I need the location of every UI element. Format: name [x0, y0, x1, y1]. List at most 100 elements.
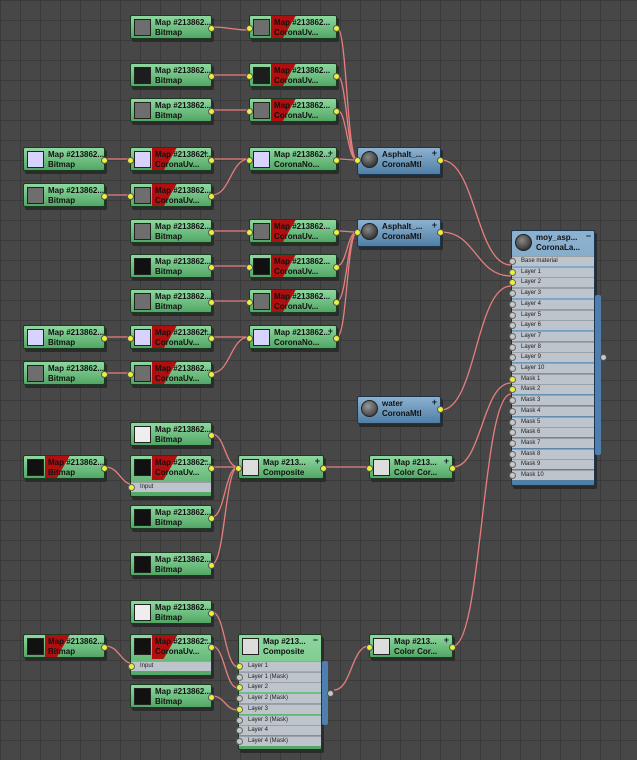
- expand-icon[interactable]: +: [202, 326, 208, 336]
- corona-normal-node[interactable]: Map #213862... CoronaNo... +: [246, 147, 340, 171]
- bitmap-node[interactable]: Map #213862... Bitmap: [23, 147, 108, 171]
- slot-row[interactable]: Layer 6: [509, 320, 594, 331]
- slot-socket[interactable]: [509, 407, 516, 415]
- slot-socket[interactable]: [509, 472, 516, 479]
- bitmap-node[interactable]: Map #213862... Bitmap: [130, 63, 215, 87]
- slot-row[interactable]: Mask 8: [509, 448, 594, 459]
- slot-socket[interactable]: [509, 354, 516, 362]
- output-socket[interactable]: [333, 108, 340, 115]
- expand-icon[interactable]: +: [314, 456, 320, 466]
- slot-socket[interactable]: [509, 268, 516, 276]
- slot-socket[interactable]: [509, 450, 516, 458]
- corona-uvw-node[interactable]: Map #213862... CoronaUv...: [246, 254, 340, 278]
- output-socket[interactable]: [437, 157, 444, 164]
- slot-socket[interactable]: [509, 439, 516, 447]
- output-socket[interactable]: [208, 157, 215, 164]
- output-socket[interactable]: [208, 229, 215, 236]
- bitmap-node[interactable]: Map #213862... Bitmap: [130, 422, 215, 446]
- output-socket[interactable]: [333, 25, 340, 32]
- input-socket[interactable]: [354, 157, 361, 164]
- slot-row[interactable]: Layer 2 (Mask): [236, 693, 321, 704]
- output-socket[interactable]: [208, 299, 215, 306]
- input-socket[interactable]: [127, 193, 134, 200]
- output-socket[interactable]: [208, 73, 215, 80]
- slot-socket[interactable]: [236, 673, 243, 681]
- output-socket[interactable]: [600, 354, 607, 361]
- collapse-icon[interactable]: −: [202, 456, 208, 466]
- bitmap-node[interactable]: Map #213862... Bitmap: [23, 455, 108, 479]
- output-socket[interactable]: [333, 264, 340, 271]
- collapse-icon[interactable]: −: [585, 231, 591, 241]
- slot-row[interactable]: Mask 7: [509, 437, 594, 448]
- expand-icon[interactable]: +: [443, 635, 449, 645]
- input-socket[interactable]: [246, 108, 253, 115]
- output-socket[interactable]: [208, 694, 215, 701]
- corona-uvw-node[interactable]: Map #213862... CoronaUv...: [246, 15, 340, 39]
- expand-icon[interactable]: +: [443, 456, 449, 466]
- bitmap-node[interactable]: Map #213862... Bitmap: [130, 505, 215, 529]
- expand-icon[interactable]: +: [327, 148, 333, 158]
- bitmap-node[interactable]: Map #213862... Bitmap: [130, 289, 215, 313]
- slot-row[interactable]: Mask 3: [509, 395, 594, 406]
- corona-uvw-node[interactable]: Map #213862... CoronaUv... +: [127, 325, 215, 349]
- output-socket[interactable]: [208, 465, 215, 472]
- slot-socket[interactable]: [509, 386, 516, 394]
- bitmap-node[interactable]: Map #213862... Bitmap: [130, 219, 215, 243]
- slot-socket[interactable]: [509, 375, 516, 383]
- slot-row[interactable]: Layer 4 (Mask): [236, 735, 321, 746]
- input-socket[interactable]: [366, 644, 373, 651]
- color-correction-node[interactable]: Map #213... Color Cor... +: [366, 455, 456, 479]
- output-socket[interactable]: [101, 465, 108, 472]
- input-slot-socket[interactable]: [128, 484, 135, 491]
- slot-socket[interactable]: [236, 663, 243, 670]
- corona-uvw-node[interactable]: Map #213862... CoronaUv... +: [127, 147, 215, 171]
- corona-material-node[interactable]: Asphalt_... CoronaMtl +: [354, 219, 444, 247]
- slot-row[interactable]: Base material: [509, 256, 594, 266]
- corona-uvw-node[interactable]: Map #213862... CoronaUv...: [246, 63, 340, 87]
- slot-row[interactable]: Layer 3: [509, 288, 594, 299]
- slot-row[interactable]: Layer 2: [509, 277, 594, 288]
- slot-row[interactable]: Layer 7: [509, 330, 594, 341]
- corona-material-node[interactable]: Asphalt_... CoronaMtl +: [354, 147, 444, 175]
- slot-row[interactable]: Layer 4: [509, 298, 594, 309]
- collapse-icon[interactable]: −: [312, 635, 318, 645]
- output-socket[interactable]: [333, 299, 340, 306]
- bitmap-node[interactable]: Map #213862... Bitmap: [23, 325, 108, 349]
- input-socket[interactable]: [246, 335, 253, 342]
- output-socket[interactable]: [333, 335, 340, 342]
- output-socket[interactable]: [208, 193, 215, 200]
- slot-row[interactable]: Layer 1: [509, 266, 594, 277]
- slot-row[interactable]: Layer 8: [509, 341, 594, 352]
- expand-icon[interactable]: +: [431, 220, 437, 230]
- slot-row[interactable]: Layer 10: [509, 363, 594, 373]
- slot-row[interactable]: Mask 5: [509, 416, 594, 427]
- slot-row[interactable]: Mask 2: [509, 384, 594, 395]
- output-socket[interactable]: [208, 432, 215, 439]
- input-slot[interactable]: Input: [128, 661, 211, 671]
- corona-uvw-node[interactable]: Map #213862... CoronaUv...: [246, 98, 340, 122]
- slot-socket[interactable]: [509, 343, 516, 351]
- bitmap-node[interactable]: Map #213862... Bitmap: [23, 634, 108, 658]
- slot-socket[interactable]: [236, 684, 243, 692]
- slot-socket[interactable]: [509, 418, 516, 426]
- output-socket[interactable]: [320, 465, 327, 472]
- input-slot-socket[interactable]: [128, 663, 135, 670]
- corona-uvw-node[interactable]: Map #213862... CoronaUv... − Input: [128, 634, 215, 676]
- input-socket[interactable]: [366, 465, 373, 472]
- slot-socket[interactable]: [509, 258, 516, 265]
- slot-row[interactable]: Mask 4: [509, 405, 594, 416]
- output-socket[interactable]: [101, 335, 108, 342]
- slot-row[interactable]: Layer 9: [509, 352, 594, 363]
- output-socket[interactable]: [208, 610, 215, 617]
- slot-row[interactable]: Layer 4: [236, 725, 321, 736]
- input-socket[interactable]: [246, 157, 253, 164]
- output-socket[interactable]: [449, 465, 456, 472]
- expand-icon[interactable]: +: [327, 326, 333, 336]
- corona-uvw-node[interactable]: Map #213862... CoronaUv... − Input: [128, 455, 215, 497]
- input-socket[interactable]: [127, 371, 134, 378]
- slot-row[interactable]: Layer 1 (Mask): [236, 671, 321, 682]
- output-socket[interactable]: [333, 73, 340, 80]
- slot-scrollbar[interactable]: [595, 295, 601, 455]
